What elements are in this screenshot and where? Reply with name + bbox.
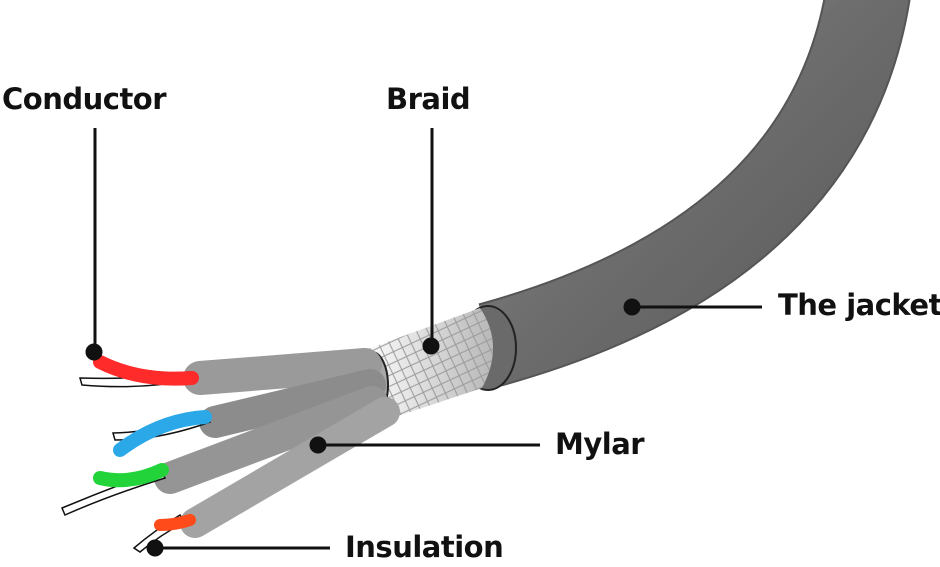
label-mylar: Mylar: [555, 427, 645, 461]
insulation-red: [93, 355, 199, 386]
insulation-orange: [154, 514, 196, 531]
label-braid: Braid: [386, 82, 471, 116]
insulation-blue: [113, 410, 212, 457]
label-jacket: The jacket: [778, 288, 940, 322]
wires: [61, 348, 400, 553]
jacket: [459, 0, 911, 391]
label-conductor: Conductor: [2, 82, 167, 116]
leader-lines: [85, 128, 762, 557]
label-insulation: Insulation: [345, 530, 504, 564]
insulation-green: [93, 463, 169, 488]
braid: [360, 308, 494, 418]
